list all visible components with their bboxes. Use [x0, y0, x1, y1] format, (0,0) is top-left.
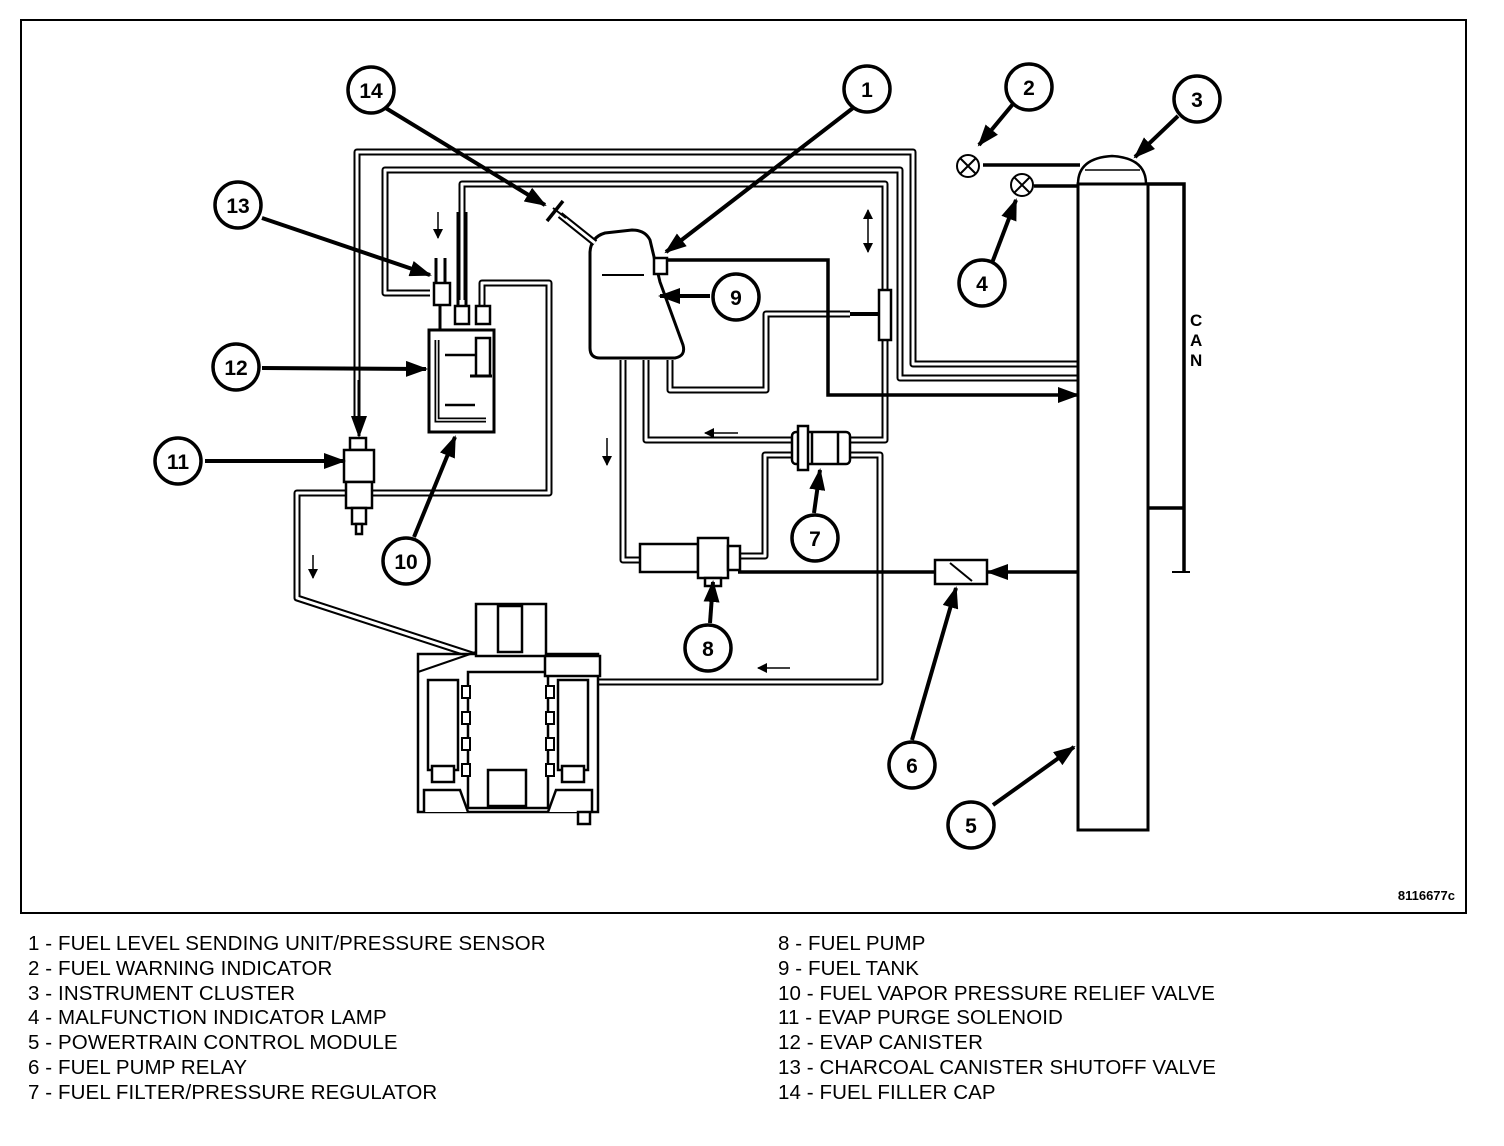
wire-can-bus — [1146, 182, 1186, 572]
callout-number-11: 11 — [167, 451, 190, 474]
leader-8 — [703, 580, 720, 624]
callout-number-12: 12 — [224, 357, 247, 380]
hose-second-loop — [381, 166, 1080, 382]
sending-unit-body — [652, 256, 669, 276]
fuel-filler-cap — [545, 199, 567, 223]
callout-numbers: 14 1 2 3 4 13 12 11 10 9 8 7 6 5 — [167, 77, 1203, 838]
legend-item: 1 - FUEL LEVEL SENDING UNIT/PRESSURE SEN… — [28, 932, 546, 955]
callout-number-7: 7 — [809, 528, 821, 551]
legend-item: 4 - MALFUNCTION INDICATOR LAMP — [28, 1006, 387, 1030]
legend-column-left: 1 - FUEL LEVEL SENDING UNIT/PRESSURE SEN… — [28, 932, 546, 1106]
callout-bubble-5 — [946, 800, 996, 850]
callout-bubble-10 — [381, 536, 431, 586]
fuel-pump-relay — [933, 558, 989, 586]
legend-item: 8 - FUEL PUMP — [778, 932, 926, 955]
shutoff-valve-body — [432, 281, 452, 307]
fuel-warning-indicator — [956, 154, 980, 178]
legend-item: 7 - FUEL FILTER/PRESSURE REGULATOR — [28, 1080, 438, 1104]
leader-1 — [664, 106, 855, 254]
legend-item: 11 - EVAP PURGE SOLENOID — [778, 1006, 1063, 1030]
svg-text:N: N — [1190, 351, 1202, 370]
hose-filter-to-engine — [545, 451, 884, 686]
callout-bubble-8 — [683, 623, 733, 673]
callout-number-10: 10 — [394, 551, 417, 574]
callout-number-1: 1 — [861, 79, 873, 102]
callout-bubble-2 — [1004, 62, 1054, 112]
callout-number-3: 3 — [1191, 89, 1203, 112]
fuel-filter-regulator — [790, 424, 852, 472]
callout-number-6: 6 — [906, 755, 918, 778]
leader-2 — [977, 102, 1015, 147]
legend-item: 6 - FUEL PUMP RELAY — [28, 1055, 248, 1079]
svg-text:A: A — [1190, 331, 1202, 350]
callout-bubble-3 — [1172, 74, 1222, 124]
callout-bubble-13 — [213, 180, 263, 230]
callout-number-4: 4 — [976, 273, 988, 296]
hose-vapor-top — [458, 180, 889, 444]
leader-14 — [382, 105, 547, 207]
callout-number-13: 13 — [226, 195, 249, 218]
callout-bubble-12 — [211, 342, 261, 392]
figure-id: 8116677c — [1398, 888, 1455, 903]
powertrain-control-module — [1076, 182, 1150, 832]
legend-item: 3 - INSTRUMENT CLUSTER — [28, 981, 296, 1005]
legend-item: 10 - FUEL VAPOR PRESSURE RELIEF VALVE — [778, 981, 1215, 1005]
callout-bubble-7 — [790, 513, 840, 563]
evap-purge-solenoid — [342, 380, 376, 536]
callout-bubble-6 — [887, 740, 937, 790]
leader-12 — [261, 360, 428, 377]
evap-canister — [427, 212, 496, 434]
callouts — [153, 62, 1222, 850]
can-label: C A N — [1190, 311, 1202, 370]
callout-bubble-1 — [842, 64, 892, 114]
legend-item: 9 - FUEL TANK — [778, 956, 920, 980]
callout-bubble-14 — [346, 65, 396, 115]
malfunction-indicator-lamp — [1010, 173, 1034, 197]
legend-item: 2 - FUEL WARNING INDICATOR — [28, 956, 333, 980]
callout-number-9: 9 — [730, 287, 742, 310]
fuel-filler-neck — [545, 199, 598, 246]
callout-bubble-11 — [153, 436, 203, 486]
vapor-line-sensor — [850, 288, 893, 342]
callout-leaders — [205, 102, 1180, 807]
hose-lines — [293, 148, 1080, 686]
hose-canister-to-purge — [293, 279, 553, 668]
hose-outer-loop — [353, 148, 1080, 422]
callout-number-2: 2 — [1023, 77, 1035, 100]
leader-10 — [412, 435, 457, 538]
instrument-cluster — [1076, 154, 1148, 186]
wire-sender-to-pcm — [665, 258, 1080, 403]
fuel-system-diagram: C A N — [153, 62, 1455, 903]
legend-item: 5 - POWERTRAIN CONTROL MODULE — [28, 1031, 398, 1055]
leader-3 — [1133, 114, 1180, 159]
leader-6 — [910, 586, 959, 741]
leader-4 — [990, 198, 1018, 264]
hose-tank-return — [619, 310, 850, 564]
callout-number-5: 5 — [965, 815, 977, 838]
leader-7 — [809, 468, 826, 514]
callout-number-8: 8 — [702, 638, 714, 661]
diagram-frame — [20, 19, 1467, 914]
legend-column-right: 8 - FUEL PUMP 9 - FUEL TANK 10 - FUEL VA… — [778, 932, 1216, 1106]
leader-13 — [261, 216, 432, 277]
legend-item: 13 - CHARCOAL CANISTER SHUTOFF VALVE — [778, 1055, 1216, 1079]
legend-item: 14 - FUEL FILLER CAP — [778, 1080, 996, 1104]
svg-text:C: C — [1190, 311, 1202, 330]
flow-arrows — [308, 209, 873, 673]
electrical-wires — [665, 163, 1190, 580]
leader-5 — [991, 745, 1076, 807]
hose-pump-to-filter — [738, 451, 792, 560]
callout-number-14: 14 — [359, 80, 383, 103]
fuel-pump — [638, 536, 742, 588]
fuel-tank — [588, 228, 686, 360]
callout-bubble-4 — [957, 258, 1007, 308]
legend-item: 12 - EVAP CANISTER — [778, 1031, 983, 1055]
callout-bubble-9 — [711, 272, 761, 322]
engine — [416, 602, 602, 826]
